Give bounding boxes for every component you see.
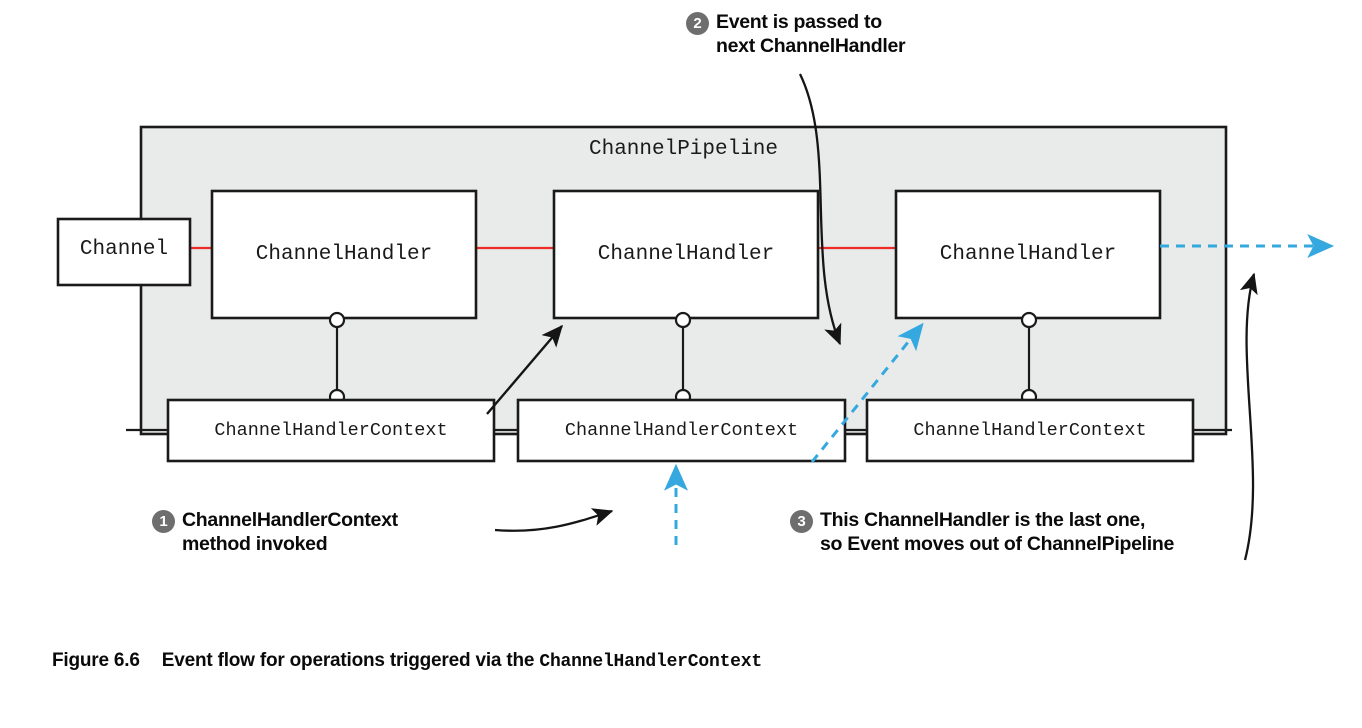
callout-3-line-1: This ChannelHandler is the last one, <box>820 509 1146 531</box>
figure-caption: Figure 6.6 Event flow for operations trig… <box>52 650 762 672</box>
flow-arrow-context1-to-handler2 <box>486 324 563 415</box>
channel-handler-context-box-2 <box>516 398 847 463</box>
callout-1-text: ChannelHandlerContext method invoked <box>182 508 398 556</box>
callout-2-line-1: Event is passed to <box>716 11 882 33</box>
callout-1: 1 ChannelHandlerContext method invoked <box>152 508 398 556</box>
callout-3-text: This ChannelHandler is the last one, so … <box>820 508 1174 556</box>
callout-3: 3 This ChannelHandler is the last one, s… <box>790 508 1174 556</box>
leader-callout-3 <box>1239 272 1258 561</box>
channel-handler-box-3 <box>894 189 1162 320</box>
association-circle-2-top <box>674 311 692 329</box>
channel-box <box>56 217 192 287</box>
callout-1-badge: 1 <box>152 510 175 533</box>
callout-3-line-2: so Event moves out of ChannelPipeline <box>820 533 1175 555</box>
callout-1-line-2: method invoked <box>182 533 328 555</box>
callout-2-text: Event is passed to next ChannelHandler <box>716 10 906 58</box>
leader-callout-1 <box>494 508 614 532</box>
association-circle-1-top <box>328 311 346 329</box>
flow-arrow-blue-context2-to-handler2 <box>810 322 924 463</box>
channel-handler-context-box-3 <box>865 398 1195 463</box>
leader-callout-2 <box>798 73 842 346</box>
callout-1-line-1: ChannelHandlerContext <box>182 509 398 531</box>
channel-handler-box-1 <box>210 189 478 320</box>
channel-handler-context-box-1 <box>166 398 496 463</box>
figure-caption-number: Figure 6.6 <box>52 650 140 671</box>
callout-2-badge: 2 <box>686 12 709 35</box>
callout-2: 2 Event is passed to next ChannelHandler <box>686 10 906 58</box>
callout-3-badge: 3 <box>790 510 813 533</box>
channel-handler-box-2 <box>552 189 820 320</box>
figure-caption-text: Event flow for operations triggered via … <box>161 650 540 671</box>
figure-caption-code: ChannelHandlerContext <box>539 652 762 672</box>
association-circle-3-top <box>1020 311 1038 329</box>
callout-2-line-2: next ChannelHandler <box>716 35 906 57</box>
